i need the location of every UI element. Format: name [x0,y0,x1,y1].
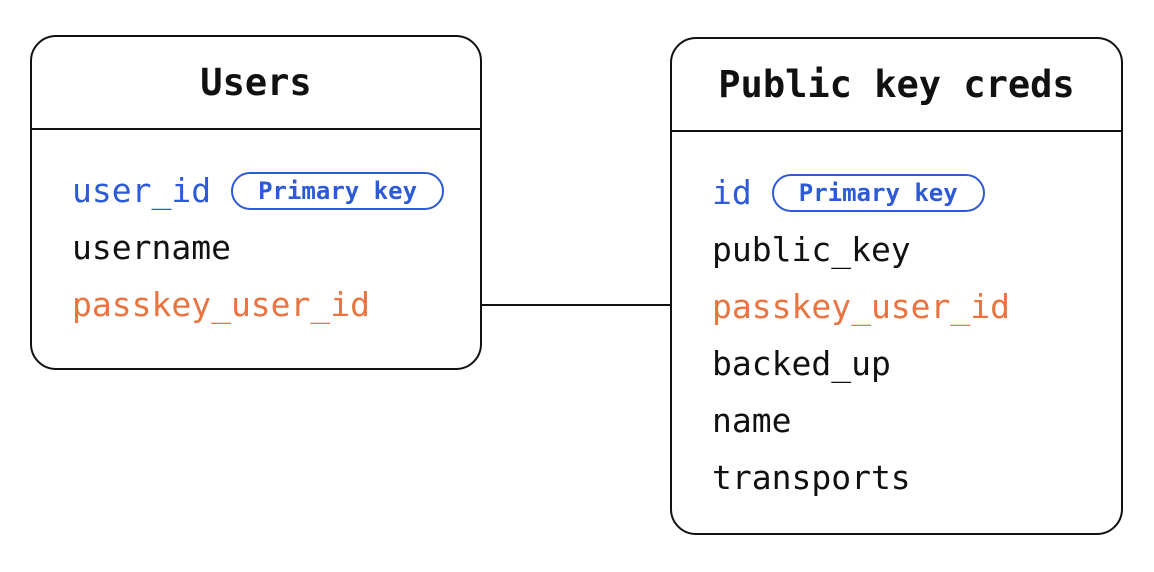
field-row: public_key [712,221,1121,278]
field-row: backed_up [712,335,1121,392]
field-public-key: public_key [712,230,911,269]
primary-key-badge: Primary key [231,171,445,210]
table-public-key-creds-fields: id Primary key public_key passkey_user_i… [672,132,1121,506]
field-id: id [712,173,752,212]
field-backed-up: backed_up [712,344,891,383]
field-row: transports [712,449,1121,506]
field-row: id Primary key [712,164,1121,221]
field-row: name [712,392,1121,449]
primary-key-badge: Primary key [771,173,985,212]
field-row: user_id Primary key [72,162,480,219]
field-transports: transports [712,458,911,497]
field-row: passkey_user_id [72,276,480,333]
field-row: username [72,219,480,276]
field-passkey-user-id: passkey_user_id [72,285,371,324]
table-public-key-creds-title: Public key creds [672,39,1121,132]
relationship-line [482,304,670,306]
field-name: name [712,401,792,440]
field-username: username [72,228,231,267]
field-row: passkey_user_id [712,278,1121,335]
field-user-id: user_id [72,171,212,210]
field-passkey-user-id: passkey_user_id [712,287,1011,326]
table-public-key-creds: Public key creds id Primary key public_k… [670,37,1123,535]
table-users-title: Users [32,37,480,130]
table-users: Users user_id Primary key username passk… [30,35,482,370]
table-users-fields: user_id Primary key username passkey_use… [32,130,480,333]
